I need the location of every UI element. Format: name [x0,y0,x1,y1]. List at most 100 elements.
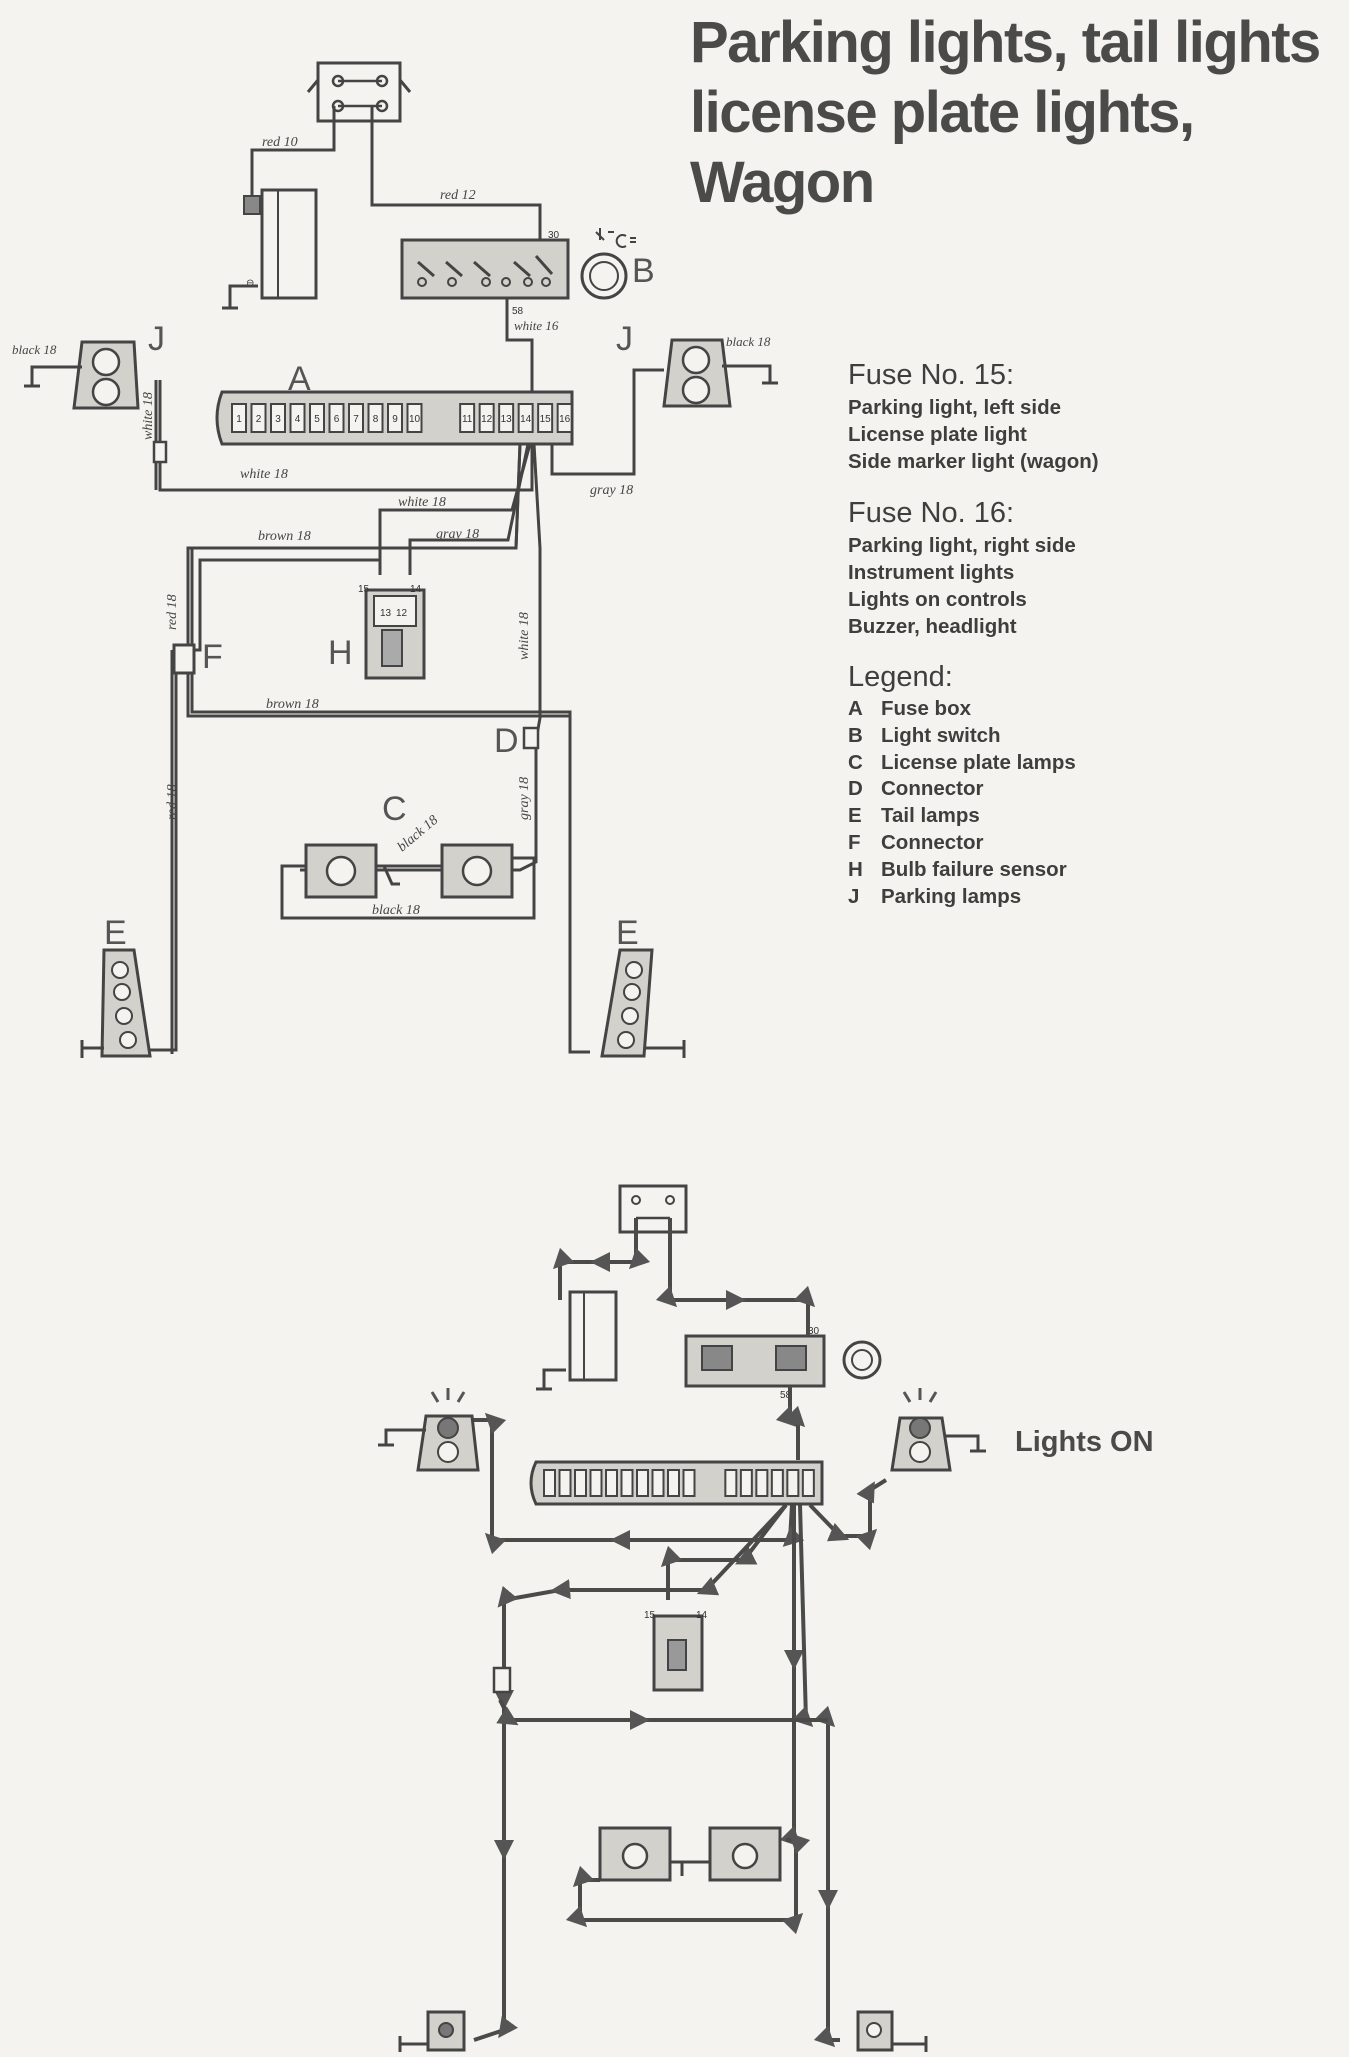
upper-diagram: ⊖ red 10 red 12 30 58 B [12,61,778,1058]
fuse-lower-6 [620,1469,634,1497]
fuse-16-line: Parking light, right side [848,534,1076,557]
fuse-4 [289,403,306,433]
fuse-lower-8 [651,1469,665,1497]
fuse-3 [270,403,286,433]
wire-label-black18-right: black 18 [726,334,771,349]
fuse-16-line: Buzzer, headlight [848,615,1017,638]
wire-label-red18-lower: red 18 [165,784,180,820]
fuse-number: 9 [392,414,398,425]
fuse-11 [459,403,476,433]
fuse-6 [328,403,345,433]
fuse-lower-3 [574,1469,587,1497]
fuse-number: 16 [559,414,571,425]
fuse-lower-1 [543,1469,556,1497]
fuse-lower-2 [558,1469,572,1497]
terminal-14-lower: 14 [696,1610,708,1621]
label-h: H [328,634,353,672]
wire-label-black18-left: black 18 [12,342,57,357]
fuse-13 [498,403,515,433]
sensor-number: 12 [396,608,408,619]
fuse-lower-9 [667,1469,680,1497]
tail-lamp-right [600,948,686,1058]
tail-lamp-left-lower [398,2010,466,2052]
parking-lamp-right [662,338,778,408]
label-e-right: E [616,914,639,952]
title-line-1: Parking lights, tail lights [690,10,1321,75]
fuse-16 [556,403,573,433]
fuse-number: 2 [256,414,262,425]
fuse-15-line: Parking light, left side [848,396,1062,419]
tail-lamp-left [80,948,152,1058]
terminal-15-lower: 15 [644,1610,656,1621]
license-plate-lamps-c [280,843,536,920]
svg-text:⊖: ⊖ [246,278,254,289]
parking-lamp-left [24,340,140,410]
parking-lamp-left-lower [378,1388,480,1472]
fuse-lower-10 [682,1469,696,1497]
bulb-failure-sensor-lower [652,1614,704,1692]
fuse-number: 3 [275,414,281,425]
wire-label-black18-bottom: black 18 [372,903,420,918]
fuse-16-line: Instrument lights [848,561,1015,584]
fuse-number: 6 [334,414,340,425]
fuse-number: 10 [409,414,421,425]
fuse-lower-14 [770,1469,784,1497]
label-c: C [382,790,407,828]
fuse-number: 11 [462,414,473,425]
fuse-lower-16 [801,1469,815,1497]
lights-on-caption: Lights ON [1015,1426,1154,1458]
fuse-15-info: Fuse No. 15: Parking light, left side Li… [848,358,1099,475]
fuse-16-heading: Fuse No. 16: [848,497,1015,529]
battery: ⊖ [222,188,318,310]
light-switch-lower [684,1334,882,1388]
fuse-box-lower [529,1460,824,1506]
fuse-16-line: Lights on controls [848,588,1027,611]
battery-lower [536,1290,618,1391]
fuse-lower-11 [724,1469,738,1497]
fuse-15-line: Side marker light (wagon) [848,450,1099,473]
terminal-58-lower: 58 [780,1390,792,1401]
fuse-lower-12 [739,1469,753,1497]
harness-upper [150,368,664,1054]
wire-label-gray18-right: gray 18 [590,483,633,498]
license-plate-lamps-lower [598,1826,782,1882]
fuse-9 [387,403,403,433]
fuse-number: 8 [373,414,379,425]
fuse-lower-15 [786,1469,800,1497]
label-b: B [632,252,655,290]
bulb-failure-sensor-h [364,588,426,680]
wire-label-red10: red 10 [262,135,298,150]
wire-label-gray18-mid: gray 18 [436,527,479,542]
label-f: F [202,638,223,676]
fuse-5 [309,403,325,433]
fuse-number: 5 [314,414,320,425]
title-line-2: license plate lights, [690,80,1195,145]
wire-label-white18-left: white 18 [141,392,156,440]
light-switch-b [400,228,636,300]
label-e-left: E [104,914,127,952]
terminal-15: 15 [358,584,370,595]
fuse-number: 13 [501,414,513,425]
fuse-number: 12 [481,414,493,425]
legend-heading: Legend: [848,661,953,693]
fuse-8 [367,403,384,433]
top-switch-lower [618,1184,688,1234]
fuse-15 [537,403,554,433]
fuse-12 [478,403,495,433]
fuse-lower-7 [636,1469,649,1497]
fuse-lower-4 [589,1469,603,1497]
wire-label-brown18-lower: brown 18 [266,697,319,712]
page-title: Parking lights, tail lights license plat… [690,8,1321,218]
wire-label-white18-vertical: white 18 [517,612,532,660]
fuse-15-line: License plate light [848,423,1027,446]
fuse-number: 14 [520,414,532,425]
top-switch [306,61,412,123]
